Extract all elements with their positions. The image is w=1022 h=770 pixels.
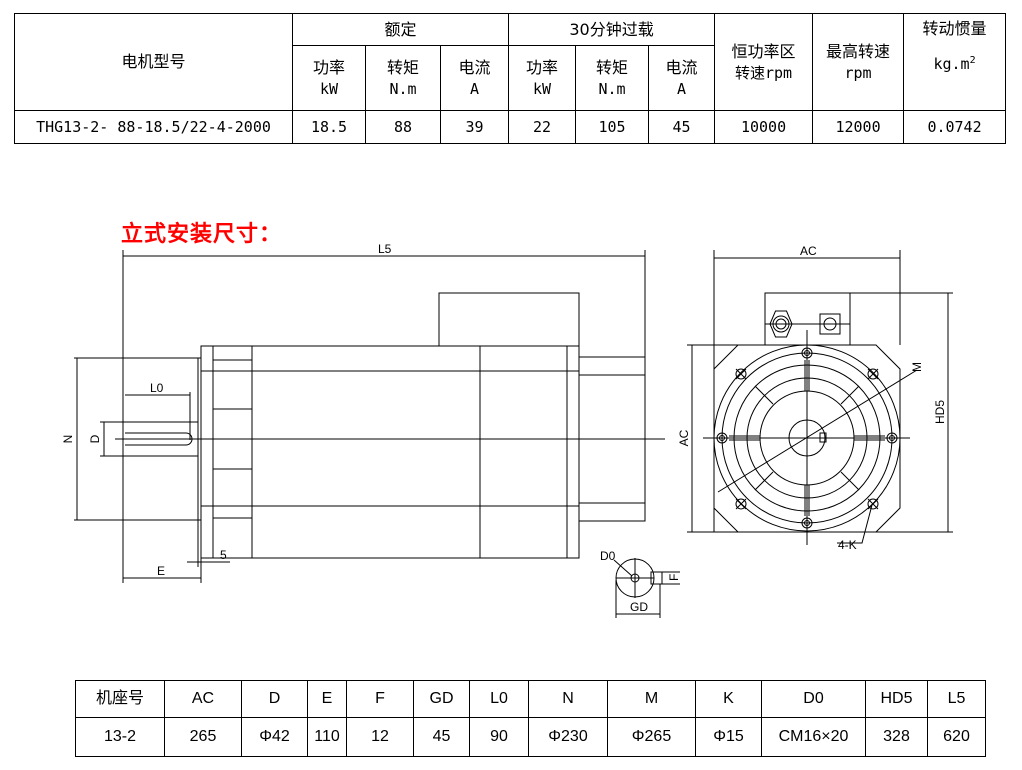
const-power-label: 恒功率区 [731, 42, 796, 62]
inertia-unit-text: kg.m [933, 54, 970, 73]
dim-header-cell: GD [413, 680, 470, 718]
sub-name: 功率 [312, 58, 345, 78]
value-cell: 12000 [812, 110, 905, 144]
dim-header-cell: D0 [761, 680, 866, 718]
label-E: E [157, 564, 165, 578]
label-GD: GD [630, 600, 648, 614]
sub-unit: kW [532, 79, 552, 98]
dim-header-cell: D [241, 680, 308, 718]
side-view [74, 250, 665, 583]
dim-header-cell: N [528, 680, 608, 718]
label-N: N [61, 435, 75, 444]
max-speed-unit: rpm [844, 63, 872, 82]
dim-value-cell: 620 [927, 717, 986, 757]
const-power-header: 恒功率区转速rpm [714, 13, 814, 111]
label-L5: L5 [378, 242, 392, 256]
dim-header-cell: HD5 [865, 680, 928, 718]
value-cell: 88 [365, 110, 441, 144]
sub-unit: A [469, 79, 480, 98]
label-5: 5 [220, 548, 227, 562]
inertia-unit-sup: 2 [969, 54, 976, 66]
sub-name: 转矩 [386, 58, 419, 78]
inertia-label: 转动惯量 [922, 19, 987, 38]
dim-header-cell: AC [164, 680, 242, 718]
dim-value-cell: 12 [346, 717, 414, 757]
const-power-unit: 转速rpm [734, 63, 793, 82]
label-HD5: HD5 [933, 400, 947, 424]
value-cell: 18.5 [292, 110, 366, 144]
section-title: 立式安装尺寸： [121, 222, 283, 247]
value-cell: 10000 [714, 110, 814, 144]
sub-name: 电流 [665, 58, 698, 78]
dim-header-cell: M [607, 680, 696, 718]
dim-value-cell: 45 [413, 717, 470, 757]
dim-header-cell: E [307, 680, 347, 718]
label-D0: D0 [600, 549, 616, 563]
sub-name: 转矩 [596, 58, 629, 78]
dim-header-cell: 机座号 [75, 680, 165, 718]
dim-value-cell: Φ15 [695, 717, 762, 757]
value-cell: 45 [648, 110, 716, 144]
label-AC-top: AC [800, 244, 817, 258]
value-cell: 39 [439, 110, 510, 144]
label-D: D [88, 434, 102, 443]
label-AC-side: AC [677, 429, 691, 446]
dim-value-cell: Φ265 [607, 717, 696, 757]
value-cell: 22 [508, 110, 577, 144]
value-cell: 105 [575, 110, 650, 144]
inertia-unit: kg.m2 [904, 54, 1005, 74]
label-L0: L0 [150, 381, 164, 395]
sub-unit: N.m [389, 79, 417, 98]
sub-unit: kW [319, 79, 339, 98]
front-view [687, 250, 953, 545]
dim-value-cell: Φ42 [241, 717, 308, 757]
dim-value-cell: CM16×20 [761, 717, 866, 757]
sub-name: 功率 [526, 58, 559, 78]
dim-header-cell: L5 [927, 680, 986, 718]
dim-value-cell: 90 [469, 717, 529, 757]
dim-value-cell: 328 [865, 717, 928, 757]
sub-unit: N.m [598, 79, 626, 98]
value-cell: 0.0742 [903, 110, 1007, 144]
label-M: M [910, 362, 924, 372]
dim-value-cell: 110 [307, 717, 347, 757]
sub-name: 电流 [458, 58, 491, 78]
dim-value-cell: 13-2 [75, 717, 165, 757]
label-4-K: 4-K [838, 538, 857, 552]
model-cell: THG13-2- 88-18.5/22-4-2000 [14, 110, 293, 144]
dim-value-cell: 265 [164, 717, 242, 757]
dim-header-cell: K [695, 680, 762, 718]
sub-unit: A [677, 79, 687, 98]
rated-header: 额定 [291, 13, 510, 46]
dim-header-cell: L0 [469, 680, 529, 718]
max-speed-label: 最高转速 [826, 42, 891, 62]
dim-value-cell: Φ230 [528, 717, 608, 757]
dim-header-cell: F [346, 680, 414, 718]
shaft-end-view [613, 558, 680, 618]
inertia-header: 转动惯量 kg.m2 [903, 13, 1007, 111]
model-header: 电机型号 [14, 13, 293, 111]
label-F: F [667, 574, 681, 581]
